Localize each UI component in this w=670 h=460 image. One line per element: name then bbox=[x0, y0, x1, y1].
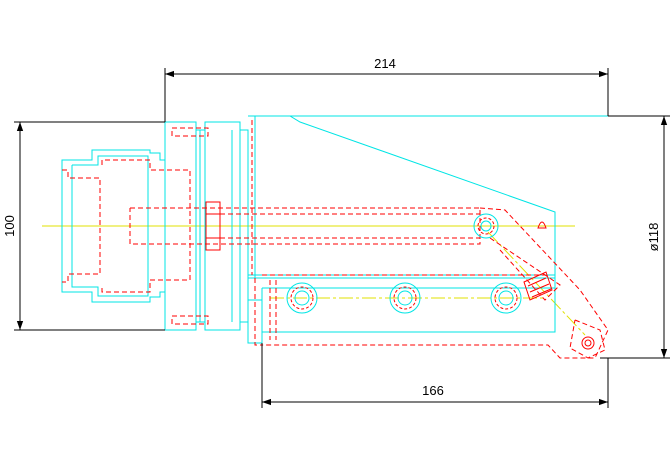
hidden-base-lower bbox=[254, 278, 262, 346]
pin-head bbox=[537, 221, 547, 229]
dim-166-label: 166 bbox=[422, 383, 444, 398]
shank-inner bbox=[71, 155, 149, 297]
central-bore bbox=[129, 207, 481, 245]
centerlines bbox=[42, 225, 586, 336]
insert-pocket bbox=[569, 319, 606, 359]
red-details bbox=[205, 201, 553, 301]
flange-left-slot bbox=[171, 127, 209, 137]
dimensions bbox=[14, 68, 670, 408]
insert-screw bbox=[581, 336, 595, 350]
shank-bore-inner bbox=[62, 169, 101, 283]
grub-screw bbox=[205, 201, 221, 251]
body-outline bbox=[61, 115, 608, 344]
hatched-clamp bbox=[523, 271, 553, 301]
cutter-arm bbox=[262, 207, 609, 359]
bolt-3 bbox=[490, 282, 522, 314]
dim-214-label: 214 bbox=[374, 56, 396, 71]
bolt-4 bbox=[473, 213, 499, 239]
dim-118-label: ø118 bbox=[646, 223, 661, 252]
diagonal-centerline bbox=[487, 231, 586, 336]
shank-outline bbox=[61, 149, 165, 303]
bolt-2 bbox=[389, 282, 421, 314]
dim-100-label: 100 bbox=[2, 215, 17, 237]
flange-left-slot-bottom bbox=[171, 315, 209, 325]
hidden-lines bbox=[62, 120, 609, 359]
bolts bbox=[286, 213, 595, 350]
shank-bore bbox=[101, 159, 191, 293]
bolt-1 bbox=[286, 282, 318, 314]
